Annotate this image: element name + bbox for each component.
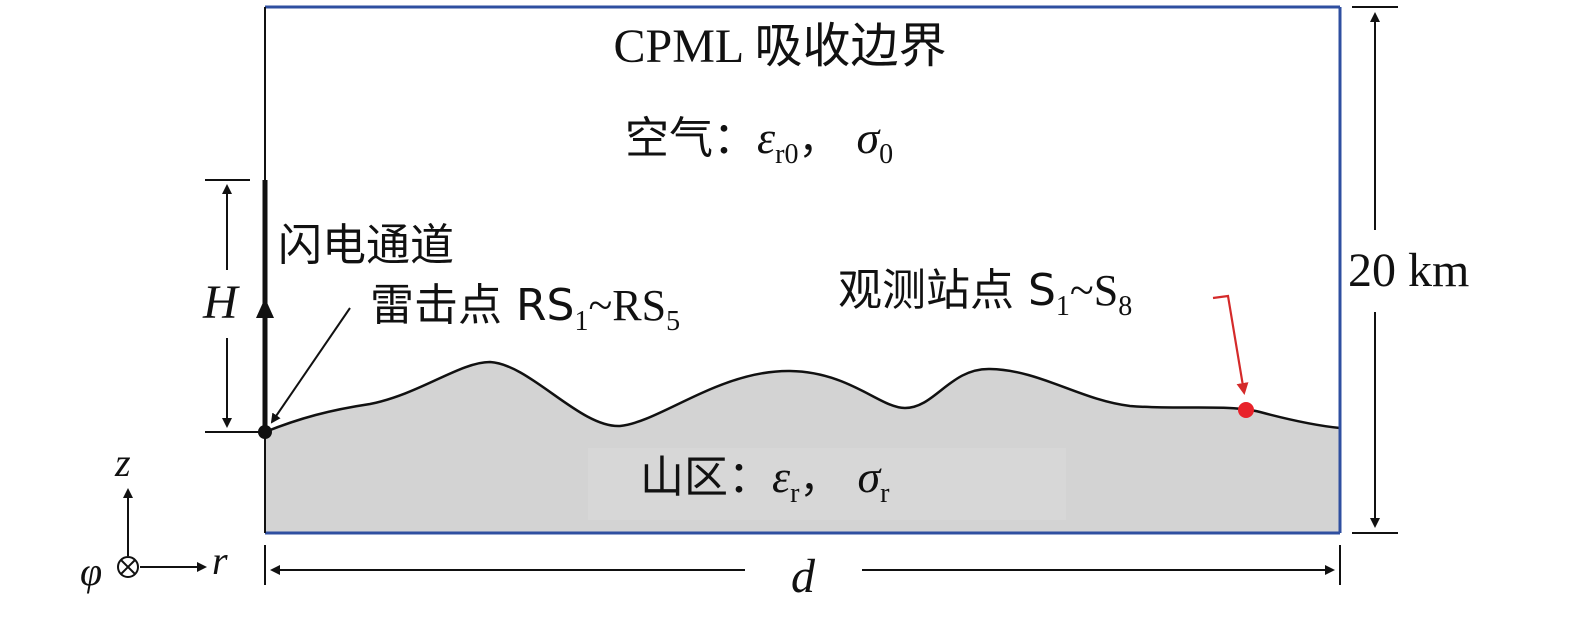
axis-r-label: r	[212, 538, 228, 583]
station-leader-arrow	[1212, 294, 1249, 395]
air-medium-label: 空气：εr0，σ0	[625, 112, 893, 170]
station-marker	[1238, 402, 1254, 418]
terrain-region	[265, 362, 1340, 533]
strike-leader-line	[270, 307, 351, 424]
height-label: H	[202, 276, 240, 329]
mountain-medium-label: 山区：εr，σr	[640, 451, 890, 509]
strike-point-marker	[258, 425, 272, 439]
strike-point-label: 雷击点 RS1~RS5	[370, 280, 680, 337]
distance-label: d	[791, 550, 816, 603]
station-label: 观测站点 S1~S8	[838, 265, 1132, 322]
boundary-title: CPML 吸收边界	[614, 20, 947, 73]
domain-height-label: 20 km	[1348, 244, 1469, 297]
mountain-label-box	[588, 448, 1066, 520]
channel-label: 闪电通道	[278, 220, 454, 271]
axis-phi-into-page-icon	[117, 556, 139, 578]
channel-arrow-icon	[256, 298, 274, 318]
terrain-surface-line	[264, 360, 1341, 434]
axis-z-label: z	[114, 440, 131, 485]
axis-phi-label: φ	[80, 549, 102, 594]
